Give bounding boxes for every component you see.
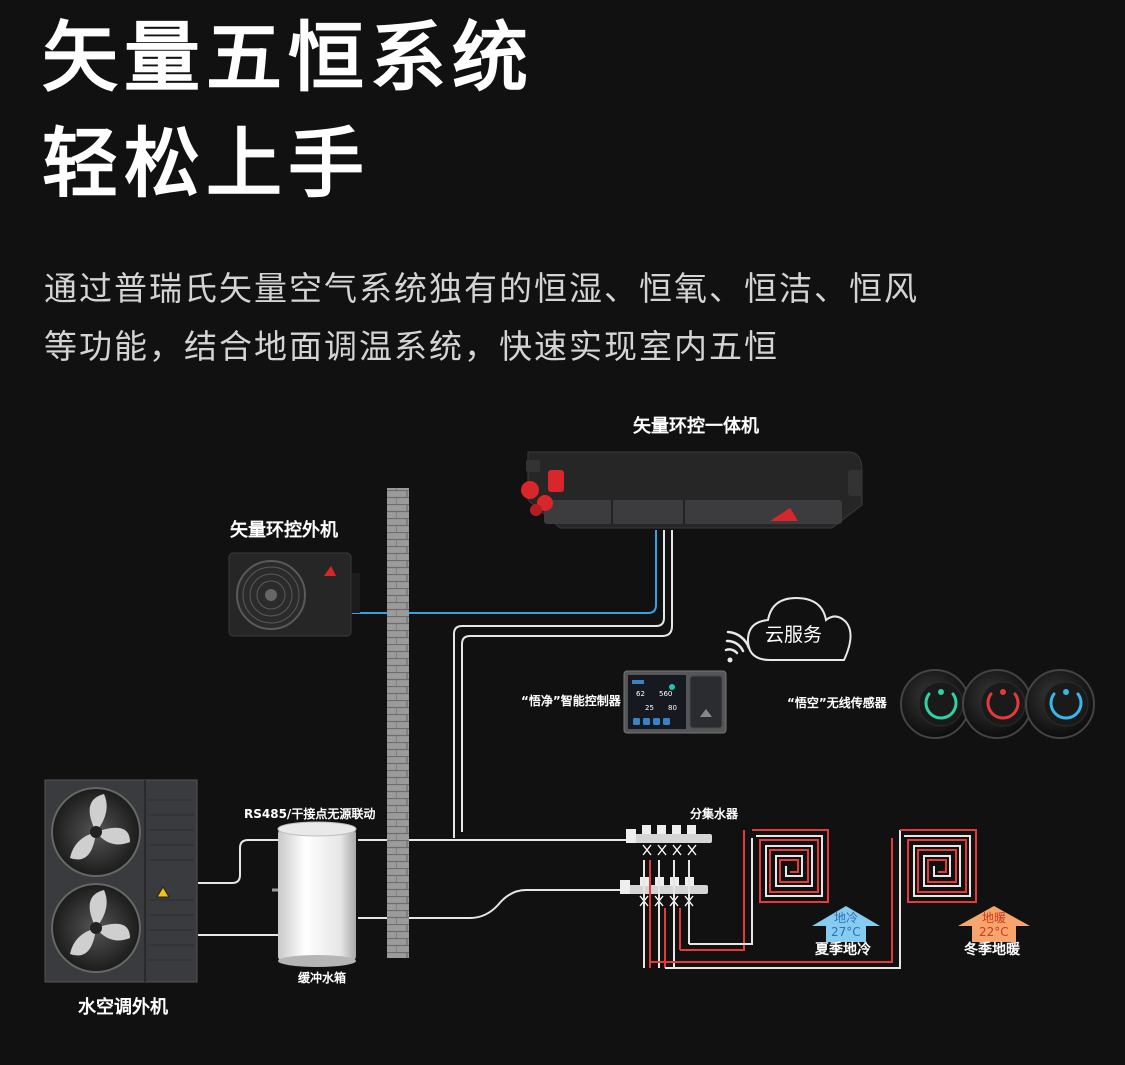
vector-outdoor-unit [228,552,360,637]
indoor-unit-label: 矢量环控一体机 [633,416,759,437]
fan-icon [51,787,141,877]
sensor-icon [962,669,1032,739]
buffer-tank [272,821,357,967]
indoor-unit [521,451,863,529]
return-header-pipe [358,889,626,919]
chiller-supply-pipe [198,839,282,884]
wifi-icon [724,630,751,663]
sensor-label: “悟空”无线传感器 [787,696,887,710]
winter-caption: 冬季地暖 [964,942,1020,958]
warm-arrow-icon [958,906,1030,942]
cloud-label: 云服务 [765,624,823,646]
manifold [620,825,712,968]
water-ac-label: 水空调外机 [78,997,168,1018]
winter-badge-temp: 22°C [979,925,1009,939]
cool-arrow-icon [812,906,880,942]
description-line1: 通过普瑞氏矢量空气系统独有的恒湿、恒氧、恒洁、恒风 [44,269,919,308]
warning-sign-icon [156,886,170,898]
outdoor-unit-label: 矢量环控外机 [230,520,338,541]
wireless-sensors [900,669,1095,739]
description-line2: 等功能，结合地面调温系统，快速实现室内五恒 [44,327,779,366]
rs485-label: RS485/干接点无源联动 [244,807,376,821]
indoor-water-pipe-2 [461,530,673,832]
winter-badge-label: 地暖 [982,911,1007,925]
controller-readout: 80 [668,704,677,712]
cloud-icon [746,596,852,661]
floor-coil-winter [900,829,977,903]
refrigerant-pipe [352,530,657,614]
cloud-service [746,596,852,661]
page-title-line1: 矢量五恒系统 [42,13,534,102]
controller-readout: 560 [659,690,673,698]
page-title-line2: 轻松上手 [42,119,370,208]
fan-icon [51,883,141,973]
controller-readout: 25 [645,704,654,712]
controller-readout: 62 [636,690,645,698]
indoor-water-pipe-1 [453,530,665,838]
summer-badge-label: 地冷 [834,911,859,925]
sensor-icon [900,669,970,739]
brick-wall [387,488,409,958]
buffer-tank-label: 缓冲水箱 [298,971,347,985]
brand-logo-icon [324,566,336,576]
controller-label: “悟净”智能控制器 [521,694,621,708]
floor-coil-summer [650,829,901,969]
water-ac-outdoor-unit [44,779,198,983]
manifold-label: 分集水器 [690,807,739,821]
brand-logo-icon [770,508,798,521]
summer-badge-temp: 27°C [831,925,861,939]
sensor-icon [1025,669,1095,739]
smart-controller [623,670,727,734]
pipes [198,530,673,936]
summer-caption: 夏季地冷 [815,942,871,958]
